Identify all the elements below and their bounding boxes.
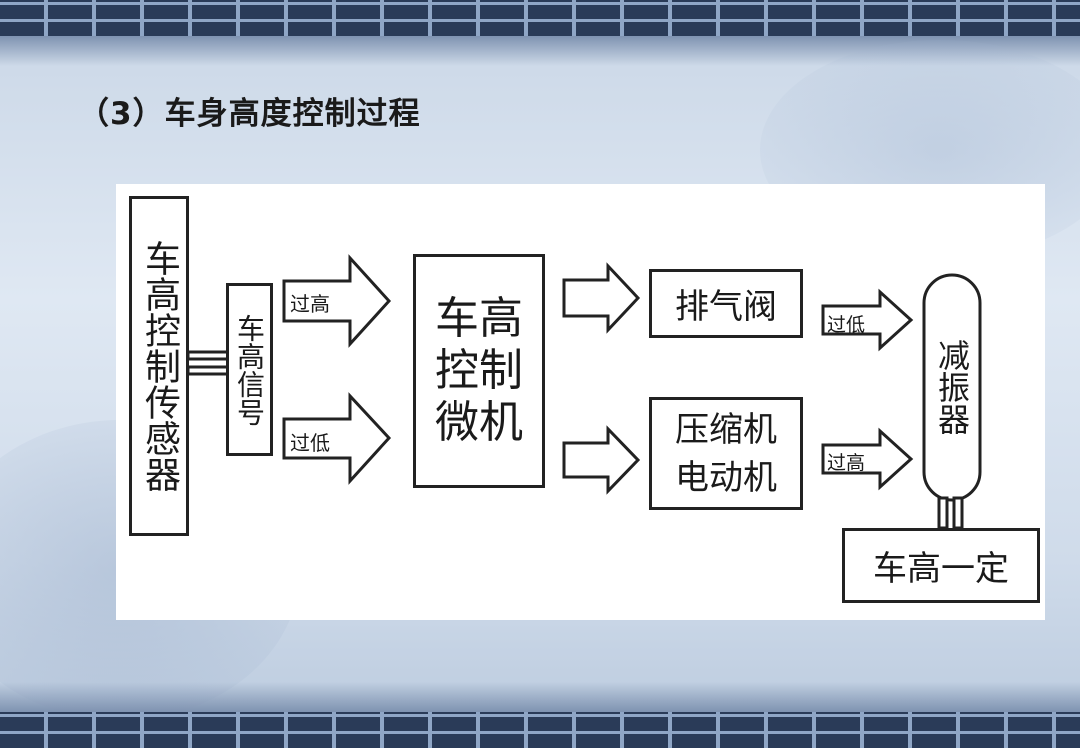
result-box: 车高一定 (842, 528, 1040, 603)
arrow-low-to-ecu (282, 392, 392, 485)
damper-shape (922, 273, 982, 502)
arrow-compressor-to-damper (821, 427, 914, 491)
result-label: 车高一定 (873, 549, 1009, 589)
arrow-ecu-to-compressor (562, 425, 641, 495)
exhaust-valve-label: 排气阀 (675, 287, 777, 327)
signal-box: 车高信号 (226, 283, 273, 456)
sensor-signal-connector (186, 350, 230, 361)
diagram-connectors (186, 254, 982, 530)
top-border-fade (0, 36, 1080, 66)
edge-label-low: 过低 (290, 431, 330, 455)
bottom-decorative-border (0, 712, 1080, 748)
damper-rod-left (937, 496, 949, 530)
edge-label-high: 过高 (290, 292, 330, 316)
sensor-signal-connector (186, 365, 230, 376)
damper-rod-right (952, 496, 964, 530)
top-decorative-border (0, 0, 1080, 36)
arrow-high-to-ecu (282, 254, 392, 348)
slide-title: （3）车身高度控制过程 (78, 96, 421, 132)
diagram-panel: 车高控制传感器 车高信号 过高 过低 车高控制微机 排气阀 压缩机 电动机 过低… (116, 184, 1045, 620)
bottom-border-fade (0, 682, 1080, 712)
sensor-box: 车高控制传感器 (129, 196, 189, 536)
ecu-box: 车高控制微机 (413, 254, 545, 488)
arrow-ecu-to-exhaust (562, 262, 641, 334)
edge-label-exhaust-damper: 过低 (827, 314, 866, 336)
sensor-label: 车高控制传感器 (139, 240, 180, 492)
compressor-label-line1: 压缩机 (675, 409, 777, 450)
exhaust-valve-box: 排气阀 (649, 269, 803, 338)
signal-label: 车高信号 (233, 313, 266, 426)
edge-label-compressor-damper: 过高 (827, 452, 866, 474)
compressor-box: 压缩机 电动机 (649, 397, 803, 510)
ecu-label: 车高控制微机 (435, 293, 523, 448)
arrow-exhaust-to-damper (821, 288, 914, 352)
damper-label: 减振器 (933, 339, 971, 435)
compressor-label-line2: 电动机 (675, 457, 777, 498)
